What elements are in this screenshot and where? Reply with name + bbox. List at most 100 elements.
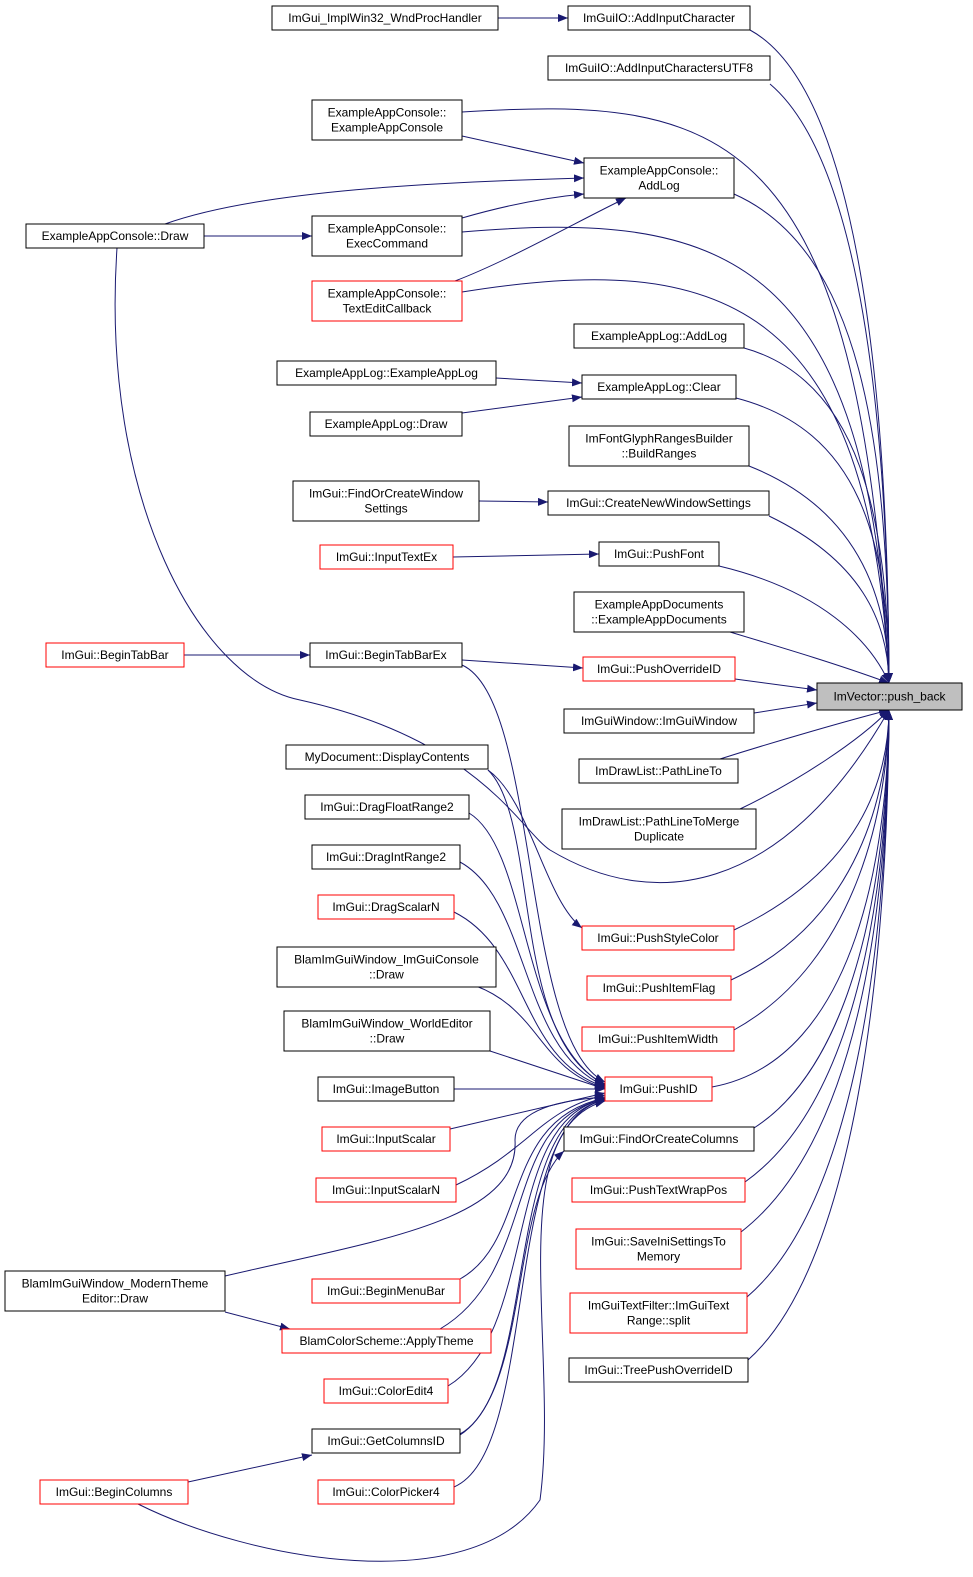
edge-n11-to-n0 <box>735 397 893 684</box>
node-blamimguiwindow-imguiconsole-draw[interactable]: BlamImGuiWindow_ImGuiConsole::Draw <box>276 946 497 988</box>
node-box <box>578 758 739 784</box>
node-imgui-pushid[interactable]: ImGui::PushID <box>604 1076 713 1102</box>
edge-path <box>743 347 893 684</box>
edge-path <box>718 565 890 684</box>
node-imfontglyphrangesbuilder-buildranges[interactable]: ImFontGlyphRangesBuilder::BuildRanges <box>568 425 750 467</box>
node-label: ExampleAppConsole::Draw <box>42 229 189 243</box>
node-exampleappconsole-addlog[interactable]: ExampleAppConsole::AddLog <box>583 157 735 199</box>
node-label: ExampleAppConsole:: <box>328 222 447 236</box>
node-imgui-pushitemwidth[interactable]: ImGui::PushItemWidth <box>581 1026 735 1052</box>
edge-path <box>224 1311 291 1331</box>
node-imgui-begintabbarex[interactable]: ImGui::BeginTabBarEx <box>309 642 463 668</box>
node-imgui-createnewwindowsettings[interactable]: ImGui::CreateNewWindowSettings <box>547 490 770 516</box>
node-exampleapplog-addlog[interactable]: ExampleAppLog::AddLog <box>573 323 745 349</box>
node-mydocument-displaycontents[interactable]: MyDocument::DisplayContents <box>285 744 489 770</box>
edge-path <box>454 197 627 282</box>
node-imgui-dragfloatrange2[interactable]: ImGui::DragFloatRange2 <box>304 794 470 820</box>
edge-path <box>733 193 893 684</box>
node-box <box>317 1076 455 1102</box>
node-imgui-pushitemflag[interactable]: ImGui::PushItemFlag <box>586 975 732 1001</box>
node-box <box>281 1328 492 1354</box>
edge-n41-to-n35 <box>224 1093 606 1277</box>
node-label: ::Draw <box>370 1032 405 1046</box>
node-imdrawlist-pathlineto[interactable]: ImDrawList::PathLineTo <box>578 758 739 784</box>
node-box <box>319 544 454 570</box>
node-imgui-inputtextex[interactable]: ImGui::InputTextEx <box>319 544 454 570</box>
node-exampleapplog-draw[interactable]: ExampleAppLog::Draw <box>309 411 463 437</box>
node-blamimguiwindow-worldeditor-draw[interactable]: BlamImGuiWindow_WorldEditor::Draw <box>283 1010 491 1052</box>
edge-n4-to-n0 <box>461 108 893 684</box>
node-box <box>816 682 963 711</box>
edge-path <box>748 465 893 684</box>
node-box <box>573 323 745 349</box>
node-box <box>547 490 770 516</box>
node-imgui-begintabbar[interactable]: ImGui::BeginTabBar <box>45 642 185 668</box>
node-box <box>581 374 737 400</box>
node-exampleapplog-exampleapplog[interactable]: ExampleAppLog::ExampleAppLog <box>276 360 497 386</box>
edge-n15-to-n0 <box>768 515 893 684</box>
edge-n42-to-n35 <box>459 1096 606 1280</box>
node-exampleappdocuments-exampleappdocuments[interactable]: ExampleAppDocuments::ExampleAppDocuments <box>573 591 745 633</box>
edge-n48-to-n35 <box>137 1099 606 1562</box>
node-box <box>563 708 755 734</box>
node-box <box>568 425 750 467</box>
edge-path <box>461 135 585 165</box>
node-imgui-inputscalarn[interactable]: ImGui::InputScalarN <box>315 1177 457 1203</box>
node-imguiio-addinputcharacter[interactable]: ImGuiIO::AddInputCharacter <box>567 5 751 31</box>
edge-n17-to-n0 <box>718 565 890 684</box>
node-imgui-begincolumns[interactable]: ImGui::BeginColumns <box>39 1479 189 1505</box>
node-imgui-coloredit4[interactable]: ImGui::ColorEdit4 <box>323 1378 449 1404</box>
node-label: ExampleAppConsole:: <box>328 106 447 120</box>
node-label: ImGui::BeginTabBarEx <box>325 648 446 662</box>
node-exampleapplog-clear[interactable]: ExampleAppLog::Clear <box>581 374 737 400</box>
edge-path <box>459 1096 606 1280</box>
edge-n45-to-n0 <box>747 709 893 1361</box>
edge-path <box>768 515 893 684</box>
node-imgui-inputscalar[interactable]: ImGui::InputScalar <box>321 1126 451 1152</box>
node-imguiio-addinputcharactersutf8[interactable]: ImGuiIO::AddInputCharactersUTF8 <box>547 55 771 81</box>
node-imgui-colorpicker4[interactable]: ImGui::ColorPicker4 <box>317 1479 455 1505</box>
node-label: ImGuiIO::AddInputCharactersUTF8 <box>565 61 753 75</box>
node-imgui-pushoverrideid[interactable]: ImGui::PushOverrideID <box>582 656 736 682</box>
node-box <box>276 946 497 988</box>
node-imgui-dragscalarn[interactable]: ImGui::DragScalarN <box>317 894 455 920</box>
node-imguiwindow-imguiwindow[interactable]: ImGuiWindow::ImGuiWindow <box>563 708 755 734</box>
node-imgui-pushfont[interactable]: ImGui::PushFont <box>598 541 720 567</box>
edge-n25-to-n35 <box>468 812 606 1086</box>
node-exampleappconsole-exampleappconsole[interactable]: ExampleAppConsole::ExampleAppConsole <box>311 99 463 141</box>
node-imvector-push-back[interactable]: ImVector::push_back <box>816 682 963 711</box>
node-imgui-beginmenubar[interactable]: ImGui::BeginMenuBar <box>311 1278 461 1304</box>
edge-n40-to-n0 <box>740 709 893 1233</box>
node-imgui-implwin32-wndprochandler[interactable]: ImGui_ImplWin32_WndProcHandler <box>271 5 499 31</box>
node-imgui-pushtextwrappos[interactable]: ImGui::PushTextWrapPos <box>571 1177 746 1203</box>
node-imgui-treepushoverrideid[interactable]: ImGui::TreePushOverrideID <box>568 1357 749 1383</box>
node-blamcolorscheme-applytheme[interactable]: BlamColorScheme::ApplyTheme <box>281 1328 492 1354</box>
node-box <box>583 157 735 199</box>
edge-path <box>453 911 606 1088</box>
node-imgui-dragintrange2[interactable]: ImGui::DragIntRange2 <box>311 844 461 870</box>
node-label: ImVector::push_back <box>833 690 946 704</box>
edge-path <box>461 226 893 684</box>
edge-n37-to-n0 <box>753 709 893 1129</box>
node-label: ::ExampleAppDocuments <box>591 613 726 627</box>
node-box <box>561 808 757 850</box>
node-exampleappconsole-texteditcallback[interactable]: ExampleAppConsole::TextEditCallback <box>311 280 463 322</box>
node-label: ImGui_ImplWin32_WndProcHandler <box>288 11 481 25</box>
node-box <box>4 1270 226 1312</box>
node-box <box>25 223 205 249</box>
node-imgui-pushstylecolor[interactable]: ImGui::PushStyleColor <box>581 925 735 951</box>
node-imgui-imagebutton[interactable]: ImGui::ImageButton <box>317 1076 455 1102</box>
edge-path <box>744 709 893 1183</box>
edge-path <box>749 29 893 684</box>
node-imgui-getcolumnsid[interactable]: ImGui::GetColumnsID <box>311 1428 461 1454</box>
edge-path <box>459 861 606 1087</box>
node-exampleappconsole-execcommand[interactable]: ExampleAppConsole::ExecCommand <box>311 215 463 257</box>
node-exampleappconsole-draw[interactable]: ExampleAppConsole::Draw <box>25 223 205 249</box>
node-label: ImGui::DragFloatRange2 <box>320 800 454 814</box>
node-imgui-findorcreatecolumns[interactable]: ImGui::FindOrCreateColumns <box>563 1126 755 1152</box>
